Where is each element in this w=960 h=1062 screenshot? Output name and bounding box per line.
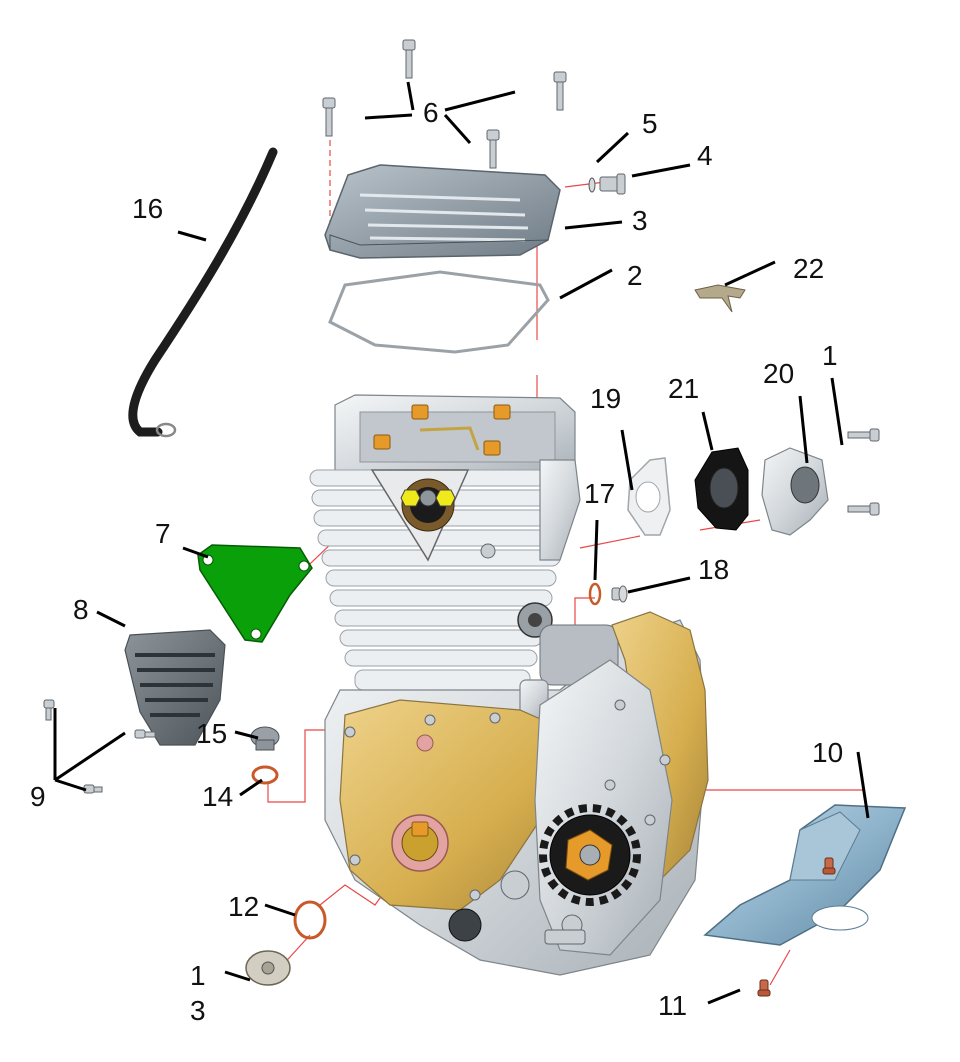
engine-assembly xyxy=(309,394,709,976)
bolt-icon xyxy=(847,428,880,442)
finned-cover xyxy=(124,629,226,746)
green-inspection-cover xyxy=(197,544,313,643)
callout-20: 20 xyxy=(763,358,794,389)
callout-13-line2: 3 xyxy=(190,995,206,1026)
callout-9: 9 xyxy=(30,781,46,812)
small-bolts xyxy=(43,699,156,794)
valve-cover xyxy=(324,164,561,259)
callout-16: 16 xyxy=(132,193,163,224)
callout-18: 18 xyxy=(698,554,729,585)
bolt-icon xyxy=(83,784,103,794)
callout-numbers: 1 2 3 4 5 6 7 8 9 10 11 12 1 3 14 15 16 … xyxy=(30,97,843,1026)
bolt-icon xyxy=(847,502,880,516)
callout-6: 6 xyxy=(423,97,439,128)
callout-8: 8 xyxy=(73,594,89,625)
callout-15: 15 xyxy=(196,718,227,749)
guard-bolts xyxy=(757,857,836,997)
callout-2: 2 xyxy=(627,260,643,291)
bolt-icon xyxy=(553,71,567,111)
bolt-icon xyxy=(134,729,156,739)
cover-gasket xyxy=(328,270,550,354)
o-ring-12 xyxy=(293,900,327,940)
bolt-icon xyxy=(402,39,416,79)
o-ring-17 xyxy=(588,582,602,606)
callout-7: 7 xyxy=(155,518,171,549)
intake-manifold xyxy=(761,447,829,536)
bolt-icon xyxy=(757,979,771,997)
callout-1: 1 xyxy=(822,340,838,371)
bolt-icon xyxy=(486,129,500,169)
callout-10: 10 xyxy=(812,737,843,768)
clip xyxy=(694,284,746,313)
callout-5: 5 xyxy=(642,108,658,139)
sprocket-icon xyxy=(539,804,641,906)
callout-3: 3 xyxy=(632,205,648,236)
callout-11: 11 xyxy=(658,990,687,1021)
breather-hose xyxy=(128,147,278,438)
plug-icon xyxy=(599,176,619,192)
drain-cap xyxy=(245,950,291,986)
intake-spacer xyxy=(694,447,749,531)
callout-4: 4 xyxy=(697,140,713,171)
plug-washer xyxy=(588,173,626,195)
callout-19: 19 xyxy=(590,383,621,414)
bolt-icon xyxy=(43,699,55,721)
small-plug xyxy=(611,585,628,603)
callout-21: 21 xyxy=(668,373,699,404)
callout-14: 14 xyxy=(202,781,233,812)
washer-icon xyxy=(588,177,596,193)
hose-clamp-icon xyxy=(155,422,177,438)
sprocket-guard xyxy=(703,804,907,946)
bolt-icon xyxy=(822,857,836,875)
callout-17: 17 xyxy=(584,478,615,509)
cover-bolts xyxy=(322,39,567,169)
manifold-bolts xyxy=(847,428,880,516)
leader-lines xyxy=(53,81,870,1005)
bolt-icon xyxy=(322,97,336,137)
callout-22: 22 xyxy=(793,253,824,284)
callout-12: 12 xyxy=(228,891,259,922)
o-ring-14 xyxy=(251,765,279,785)
callout-13-line1: 1 xyxy=(190,960,206,991)
